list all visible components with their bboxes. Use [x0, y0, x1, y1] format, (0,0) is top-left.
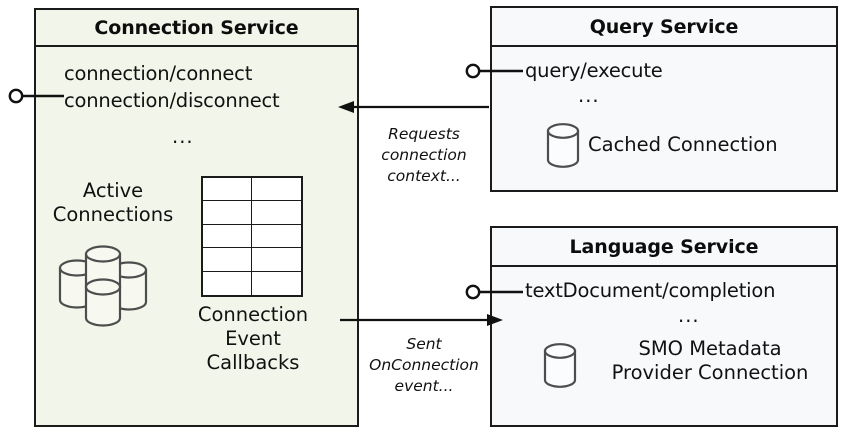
- query-service-box[interactable]: Query Service: [490, 6, 838, 192]
- connection-service-title: Connection Service: [36, 10, 357, 47]
- query-service-title: Query Service: [492, 8, 836, 47]
- table-cell: [203, 271, 252, 295]
- query-service-api-execute[interactable]: query/execute: [525, 59, 663, 82]
- language-service-api-ellipsis: ...: [678, 304, 700, 327]
- table-cell: [252, 201, 301, 225]
- table-cell: [252, 271, 301, 295]
- connection-service-api-disconnect[interactable]: connection/disconnect: [64, 89, 280, 112]
- table-cell: [252, 178, 301, 202]
- edge-query-to-connection-arrow: [338, 101, 489, 113]
- connection-service-callbacks-label: Connection Event Callbacks: [197, 303, 309, 374]
- language-service-box[interactable]: Language Service: [490, 226, 838, 427]
- edge-connection-to-language-arrow: [340, 314, 503, 326]
- connection-service-box[interactable]: Connection Service: [34, 8, 359, 427]
- query-service-api-ellipsis: ...: [578, 84, 600, 107]
- language-service-title: Language Service: [492, 228, 836, 267]
- table-cell: [203, 248, 252, 272]
- language-service-api-completion[interactable]: textDocument/completion: [525, 279, 776, 302]
- connection-service-active-connections-label: Active Connections: [52, 179, 174, 226]
- connection-service-api-ellipsis: ...: [172, 125, 194, 148]
- table-cell: [252, 224, 301, 249]
- edge-label-sent-onconnection-event: Sent OnConnection event...: [369, 335, 479, 395]
- connection-service-api-connect[interactable]: connection/connect: [64, 62, 253, 85]
- edge-label-requests-connection-context: Requests connection context...: [381, 125, 467, 185]
- table-cell: [203, 224, 252, 249]
- query-service-resource-label: Cached Connection: [588, 133, 778, 156]
- language-service-resource-label: SMO Metadata Provider Connection: [611, 337, 809, 384]
- callback-table-icon: [201, 176, 303, 297]
- table-cell: [252, 248, 301, 272]
- table-cell: [203, 201, 252, 225]
- table-cell: [203, 178, 252, 202]
